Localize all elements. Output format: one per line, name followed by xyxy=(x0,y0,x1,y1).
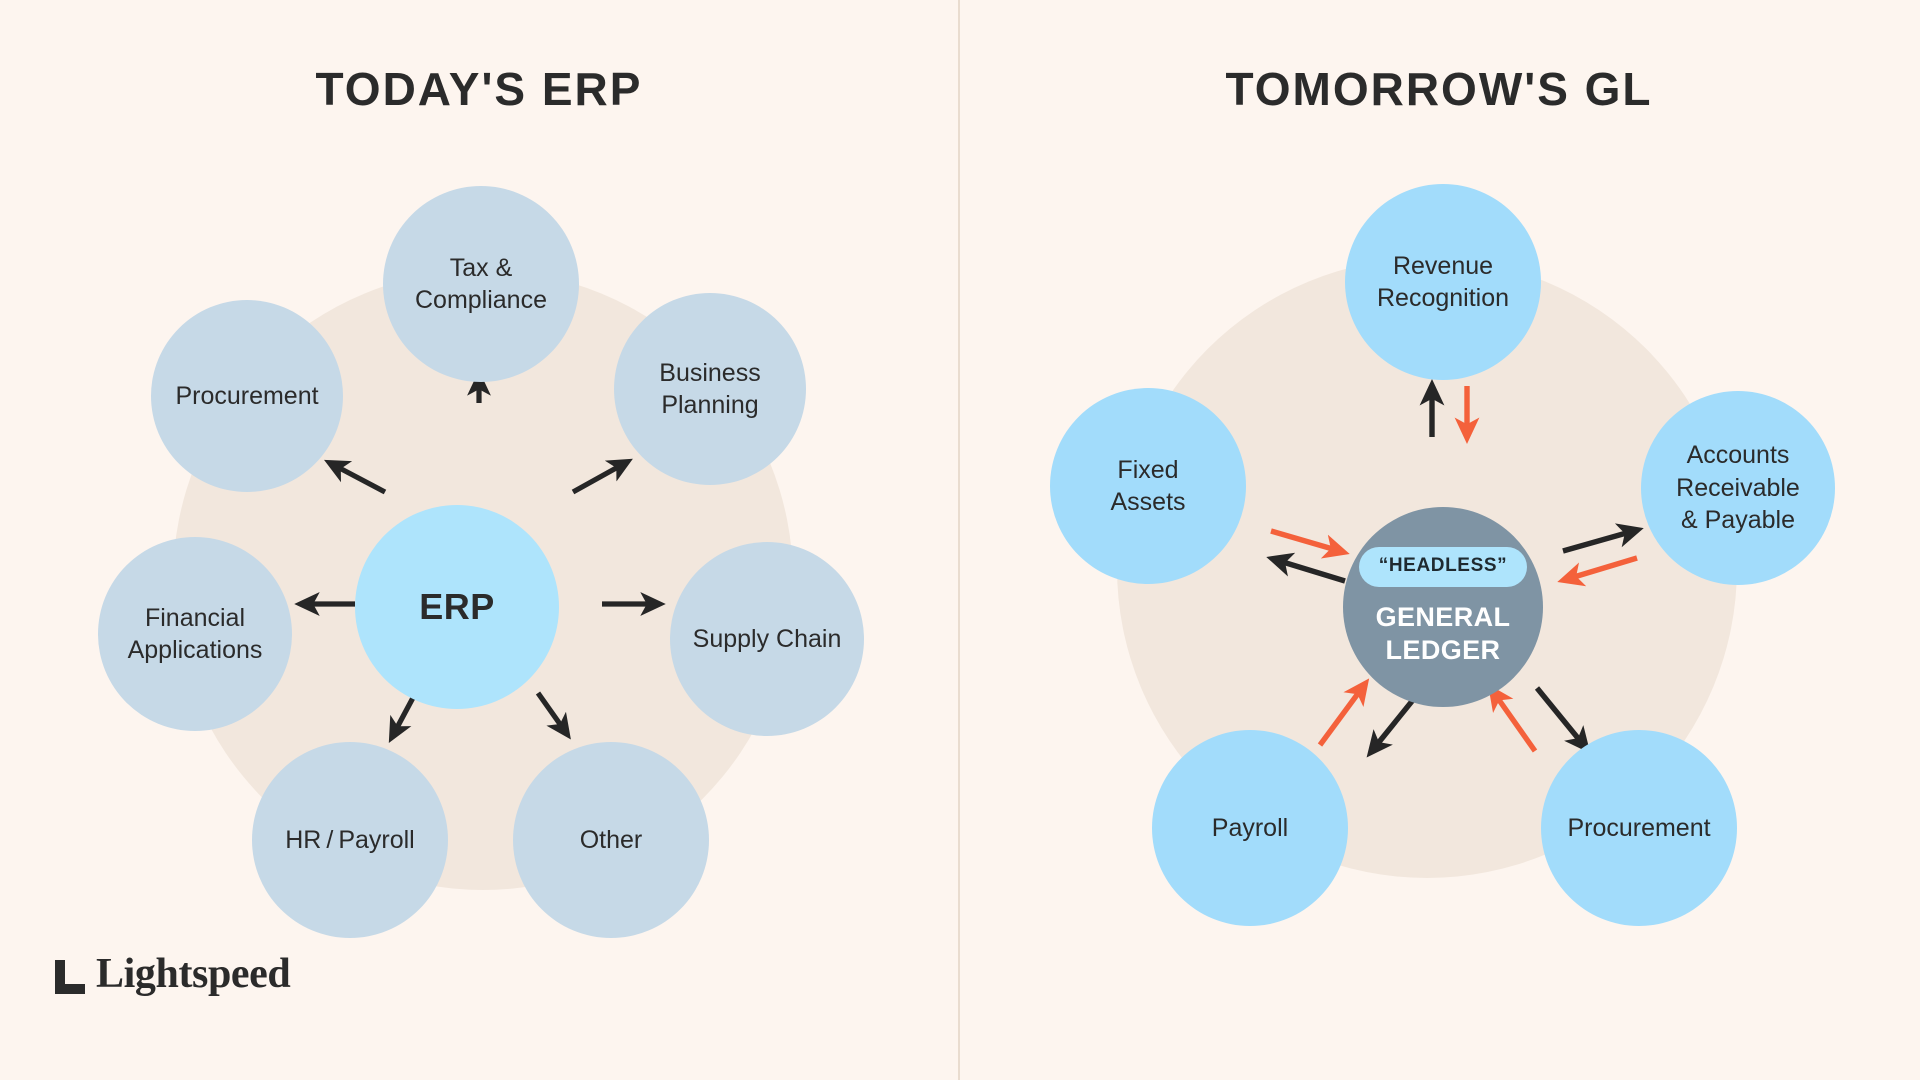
satellite-procurement-right[interactable]: Procurement xyxy=(1541,730,1737,926)
satellite-fixed-assets[interactable]: Fixed Assets xyxy=(1050,388,1246,584)
satellite-business-planning[interactable]: Business Planning xyxy=(614,293,806,485)
headless-badge: “HEADLESS” xyxy=(1358,547,1528,587)
right-panel-title: TOMORROW'S GL xyxy=(1225,63,1653,115)
satellite-payroll[interactable]: Payroll xyxy=(1152,730,1348,926)
satellite-revenue-recognition[interactable]: Revenue Recognition xyxy=(1345,184,1541,380)
satellite-label: Other xyxy=(579,825,643,854)
satellite-other[interactable]: Other xyxy=(513,742,709,938)
satellite-hr-payroll[interactable]: HR / Payroll xyxy=(252,742,448,938)
satellite-label: Supply Chain xyxy=(692,624,842,653)
satellite-tax-compliance[interactable]: Tax & Compliance xyxy=(383,186,579,382)
satellite-label: Procurement xyxy=(175,381,319,410)
satellite-accounts-receivable-payable[interactable]: Accounts Receivable & Payable xyxy=(1641,391,1835,585)
satellite-procurement-left[interactable]: Procurement xyxy=(151,300,343,492)
satellite-label: Fixed Assets xyxy=(1110,455,1186,517)
satellite-financial-applications[interactable]: Financial Applications xyxy=(98,537,292,731)
satellite-label: Accounts Receivable & Payable xyxy=(1676,441,1800,535)
hub-erp-label: ERP xyxy=(419,585,495,627)
satellite-label: Tax & Compliance xyxy=(414,253,547,315)
lightspeed-logo: Lightspeed xyxy=(55,951,291,997)
left-panel-title: TODAY'S ERP xyxy=(315,63,643,115)
satellite-label: HR / Payroll xyxy=(285,825,415,854)
hub-erp[interactable]: ERP xyxy=(355,505,559,709)
corner-bracket-icon xyxy=(55,959,85,994)
satellite-label: Business Planning xyxy=(659,358,761,420)
logo-wordmark: Lightspeed xyxy=(96,951,291,997)
satellite-label: Financial Applications xyxy=(127,603,263,665)
satellite-supply-chain[interactable]: Supply Chain xyxy=(670,542,864,736)
satellite-label: Payroll xyxy=(1211,813,1289,842)
hub-general-ledger[interactable]: “HEADLESS” GENERAL LEDGER xyxy=(1343,507,1543,707)
panel-divider xyxy=(958,0,960,1080)
satellite-label: Revenue Recognition xyxy=(1376,251,1510,313)
hub-gl-label: GENERAL LEDGER xyxy=(1375,601,1511,665)
satellite-label: Procurement xyxy=(1567,813,1711,842)
